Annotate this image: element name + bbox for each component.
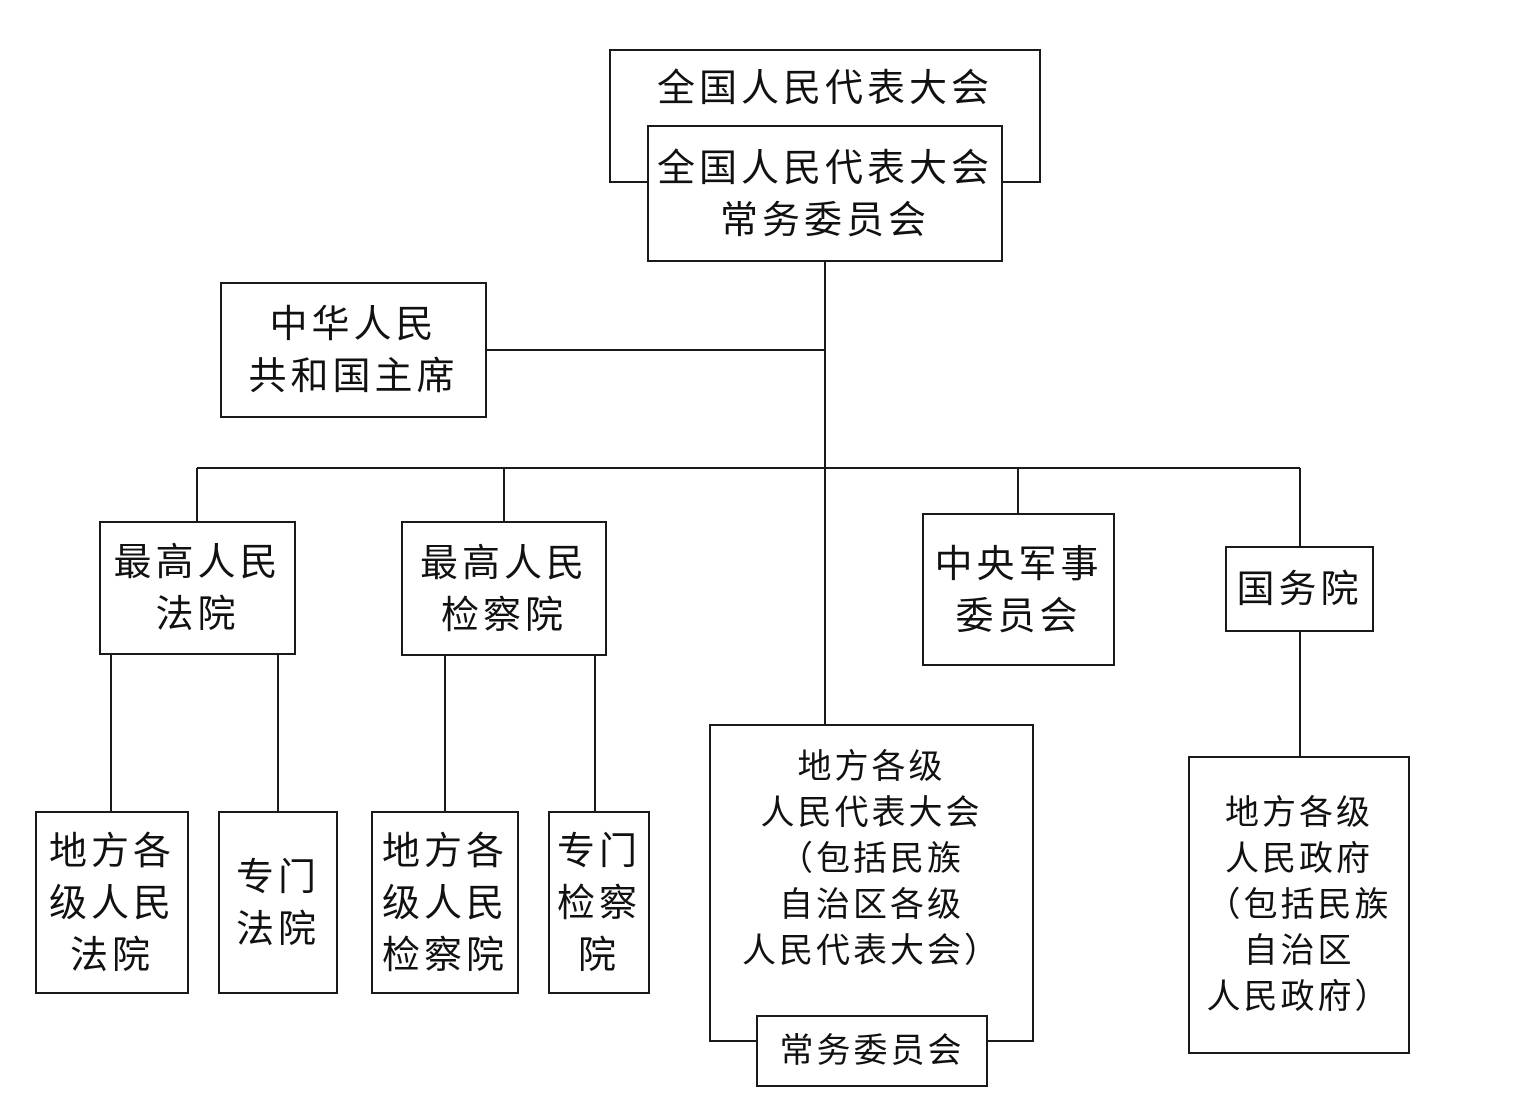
president-line-2: 共和国主席 — [248, 354, 459, 398]
local-congress-line-5: 人民代表大会） — [742, 931, 1001, 971]
state-council-line-1: 国务院 — [1236, 567, 1363, 611]
local-congress-line-4: 自治区各级 — [779, 885, 964, 925]
special-courts-box: 专门 法院 — [218, 811, 338, 994]
local-standing-committee-box: 常务委员会 — [756, 1015, 988, 1087]
local-courts-line-2: 级人民 — [48, 880, 175, 925]
central-military-line-2: 委员会 — [955, 593, 1082, 638]
local-gov-line-5: 人民政府） — [1206, 977, 1392, 1017]
local-procuratorates-line-3: 检察院 — [381, 932, 508, 977]
local-gov-line-2: 人民政府 — [1225, 839, 1373, 879]
president-box: 中华人民 共和国主席 — [220, 282, 487, 418]
central-military-commission-box: 中央军事 委员会 — [922, 513, 1115, 666]
npc-standing-line-2: 常务委员会 — [719, 197, 930, 242]
local-procuratorates-box: 地方各 级人民 检察院 — [371, 811, 519, 994]
local-gov-line-4: 自治区 — [1243, 931, 1355, 971]
supreme-court-line-1: 最高人民 — [113, 540, 282, 584]
special-procuratorates-line-2: 检察 — [556, 880, 641, 925]
state-council-box: 国务院 — [1225, 546, 1374, 632]
special-procuratorates-line-3: 院 — [577, 932, 620, 977]
local-congress-line-2: 人民代表大会 — [760, 793, 983, 833]
npc-label-line: 全国人民代表大会 — [656, 66, 993, 110]
npc-label: 全国人民代表大会 — [610, 62, 1040, 114]
local-congress-box: 地方各级 人民代表大会 （包括民族 自治区各级 人民代表大会） — [709, 724, 1034, 1042]
local-procuratorates-line-1: 地方各 — [381, 828, 508, 873]
npc-frame — [609, 49, 1041, 183]
supreme-procuratorate-box: 最高人民 检察院 — [401, 521, 607, 656]
special-courts-line-1: 专门 — [235, 854, 320, 899]
local-procuratorates-line-2: 级人民 — [381, 880, 508, 925]
npc-standing-line-1: 全国人民代表大会 — [656, 145, 993, 190]
supreme-court-box: 最高人民 法院 — [99, 521, 296, 655]
supreme-court-line-2: 法院 — [155, 592, 240, 636]
special-procuratorates-box: 专门 检察 院 — [548, 811, 650, 994]
special-procuratorates-line-1: 专门 — [556, 828, 641, 873]
local-congress-line-1: 地方各级 — [797, 747, 946, 787]
npc-standing-committee-box: 全国人民代表大会 常务委员会 — [647, 125, 1003, 262]
local-courts-line-1: 地方各 — [48, 828, 175, 873]
local-government-box: 地方各级 人民政府 （包括民族 自治区 人民政府） — [1188, 756, 1410, 1054]
local-courts-box: 地方各 级人民 法院 — [35, 811, 189, 994]
president-line-1: 中华人民 — [269, 302, 438, 346]
local-standing-line-1: 常务委员会 — [779, 1031, 965, 1071]
local-courts-line-3: 法院 — [69, 932, 154, 977]
local-congress-line-3: （包括民族 — [779, 839, 964, 879]
local-gov-line-1: 地方各级 — [1225, 793, 1373, 833]
supreme-procuratorate-line-2: 检察院 — [440, 592, 567, 637]
supreme-procuratorate-line-1: 最高人民 — [419, 540, 588, 585]
special-courts-line-2: 法院 — [235, 906, 320, 951]
central-military-line-1: 中央军事 — [934, 541, 1103, 586]
local-gov-line-3: （包括民族 — [1206, 885, 1392, 925]
